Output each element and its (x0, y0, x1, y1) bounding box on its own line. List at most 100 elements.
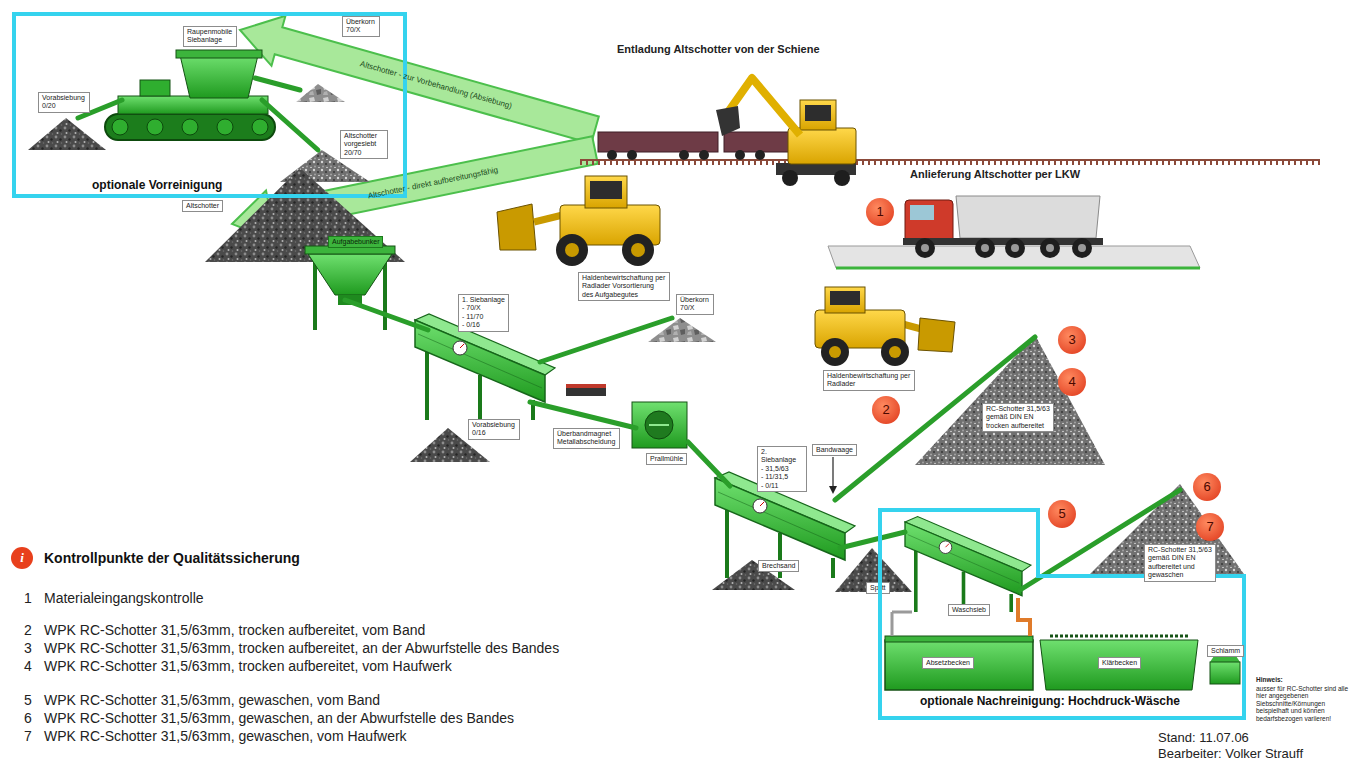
section-heading: Entladung Altschotter von der Schiene (617, 43, 820, 56)
info-icon: i (11, 547, 33, 569)
node-text: - 11/70 (462, 313, 505, 321)
node-text: 1. Siebanlage (462, 296, 505, 304)
note-text: ausser für RC-Schotter sind alle hier an… (1256, 685, 1352, 722)
freight-wagon (755, 150, 765, 160)
material-pile (835, 548, 912, 592)
mobile-screen-plant (105, 114, 275, 140)
node-text: Überkorn 70/X (346, 18, 376, 35)
mobile-screen-plant (118, 96, 268, 114)
callout-number: 7 (1196, 513, 1224, 541)
label-box: Vorabsiebung 0/16 (468, 419, 520, 440)
section-heading: Anlieferung Altschotter per LKW (910, 168, 1080, 181)
wheel-loader (497, 204, 536, 250)
node-text: RC-Schotter 31,5/63 gemäß DIN EN aufbere… (1148, 546, 1212, 580)
impact-crusher (632, 402, 687, 448)
node-text: 2. Siebanlage (761, 448, 803, 465)
wheel-loader (829, 346, 841, 358)
impact-crusher (632, 402, 687, 448)
legend-text: Kontrollpunkte der Qualitätssicherung (44, 550, 300, 566)
node-text: Aufgabebunker (332, 238, 379, 246)
belt-scale-pointer (829, 486, 837, 494)
dump-truck (956, 196, 1100, 238)
wheel-loader (622, 234, 654, 266)
legend-item: WPK RC-Schotter 31,5/63mm, gewaschen, vo… (44, 692, 380, 708)
arrow-label: Altschotter - zur Vorbehandlung (Absiebu… (359, 59, 513, 110)
label-box: Bandwaage (812, 444, 857, 456)
legend-number: 1 (24, 590, 32, 606)
legend-entry: Kontrollpunkte der Qualitätssicherung (11, 547, 611, 569)
label-box: Überkorn 70/X (342, 16, 380, 37)
freight-wagon (679, 150, 689, 160)
node-text: - 31,5/63 (761, 465, 803, 473)
conveyor-belt (688, 442, 730, 486)
freight-wagon (607, 150, 617, 160)
dump-truck (903, 196, 1103, 258)
label-box: Klärbecken (1098, 657, 1141, 669)
truck-scale (836, 267, 1200, 270)
impact-crusher (645, 411, 673, 439)
node-text: Prallmühle (650, 455, 683, 463)
mobile-screen-plant (147, 119, 163, 135)
rail-track (580, 160, 1320, 163)
label-box: Altschotter vorgesiebt 20/70 (340, 130, 388, 159)
label-box: Brechsand (758, 560, 799, 572)
legend-item: WPK RC-Schotter 31,5/63mm, trocken aufbe… (44, 622, 425, 638)
note-heading: Hinweis: (1256, 676, 1283, 683)
label-box: 1. Siebanlage- 70/X- 11/70- 0/16 (458, 294, 509, 332)
mobile-screen-plant (182, 119, 198, 135)
node-text: - 0/16 (462, 321, 505, 329)
node-text: RC-Schotter 31,5/63 gemäß DIN EN trocken… (986, 405, 1050, 430)
label-box: Aufgabebunker (328, 236, 383, 248)
node-text: Splitt (870, 584, 886, 592)
excavator (834, 170, 850, 186)
legend-item: WPK RC-Schotter 31,5/63mm, trocken aufbe… (44, 640, 559, 656)
region-outline (878, 508, 1246, 720)
conveyor-belt (840, 532, 905, 548)
freight-wagon (699, 150, 709, 160)
rail-track (580, 161, 1320, 165)
label-box: Absetzbecken (922, 657, 974, 669)
label-box: Altschotter (182, 200, 223, 212)
wheel-loader (881, 338, 909, 366)
wheel-loader (815, 287, 955, 366)
excavator (782, 170, 798, 186)
label-box: 2. Siebanlage- 31,5/63- 11/31,5- 0/11 (757, 446, 807, 492)
water-pipe (892, 612, 912, 636)
mobile-screen-plant (140, 80, 170, 96)
node-text: - 0/11 (761, 482, 803, 490)
wheel-loader (631, 243, 645, 257)
overband-magnet (566, 384, 606, 396)
node-text: Brechsand (762, 562, 795, 570)
dump-truck (921, 244, 929, 252)
region-title: optionale Vorreinigung (92, 178, 222, 192)
material-pile (712, 560, 795, 590)
mobile-screen-plant (105, 50, 275, 140)
wheel-loader (585, 176, 627, 208)
material-pile (205, 168, 405, 262)
excavator (805, 105, 831, 121)
freight-wagon (627, 150, 637, 160)
node-text: Überkorn 70/X (680, 296, 710, 313)
conveyor-belt (78, 78, 1180, 590)
region-title: optionale Nachreinigung: Hochdruck-Wäsch… (920, 694, 1180, 708)
label-box: Schlamm (1207, 645, 1244, 657)
mobile-screen-plant (252, 119, 268, 135)
excavator (716, 78, 856, 186)
legend-number: 2 (24, 622, 32, 638)
node-text: Klärbecken (1102, 659, 1137, 667)
material-pile (28, 118, 106, 150)
mobile-screen-plant (112, 119, 128, 135)
settling-tank (1210, 662, 1240, 684)
region-outline (14, 14, 405, 196)
label-box: Waschsieb (948, 604, 990, 616)
legend-item: WPK RC-Schotter 31,5/63mm, gewaschen, an… (44, 710, 514, 726)
conveyor-belt (540, 318, 672, 362)
dump-truck (1011, 244, 1019, 252)
label-box: Überbandmagnet Metallabscheidung (553, 428, 620, 449)
excavator (800, 100, 836, 130)
node-text: Absetzbecken (926, 659, 970, 667)
label-box: Splitt (866, 582, 890, 594)
wheel-loader (889, 346, 901, 358)
rail-track (580, 159, 1320, 161)
dump-truck (981, 244, 989, 252)
